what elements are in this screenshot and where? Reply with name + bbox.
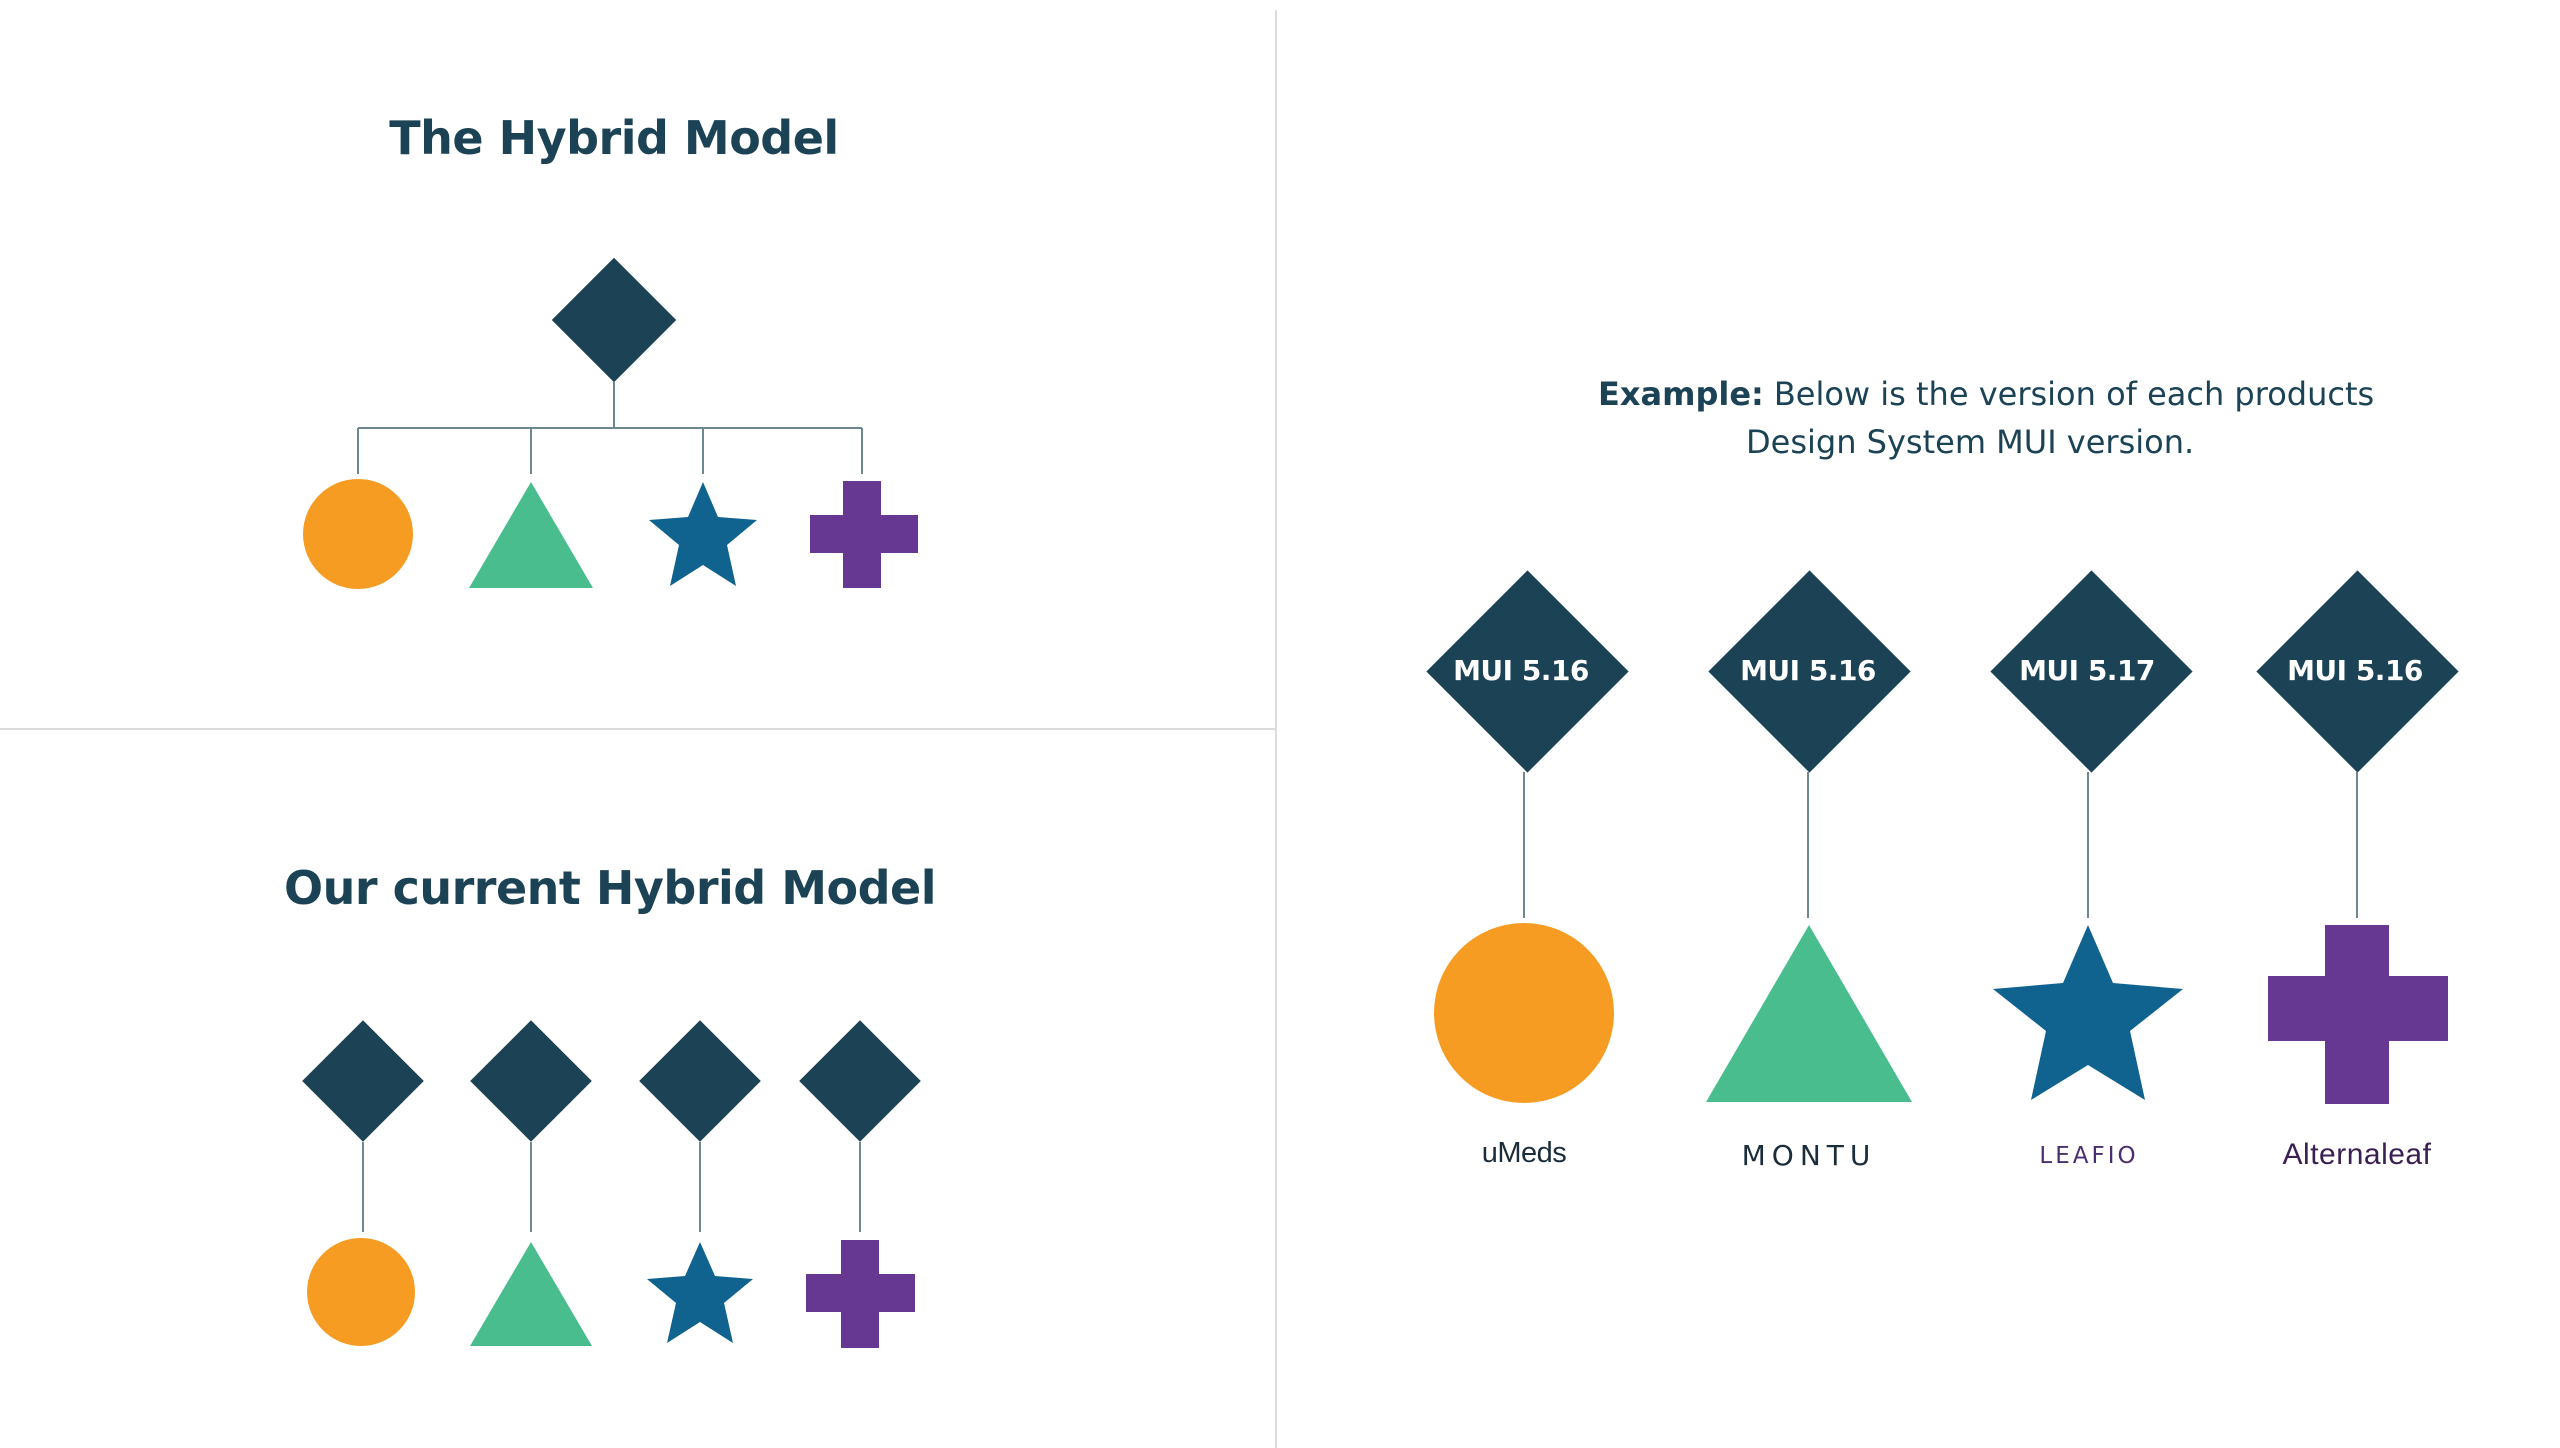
version-diamond (1426, 570, 1629, 773)
circle-icon (1434, 923, 1614, 1103)
pair-connectors (362, 1142, 861, 1232)
circle-icon (307, 1238, 415, 1346)
diamond-icon (639, 1020, 761, 1142)
version-label: MUI 5.16 (1740, 654, 1876, 687)
caption-line-2: Design System MUI version. (1746, 423, 2194, 461)
triangle-icon (470, 1242, 592, 1346)
brand-leafio: LEAFIO (2039, 1143, 2138, 1169)
hybrid-model-panel: The Hybrid Model (303, 111, 918, 589)
product-connectors (1523, 772, 2358, 918)
version-diamond (1708, 570, 1911, 773)
diamond-icon (470, 1020, 592, 1142)
diamond-icon (799, 1020, 921, 1142)
star-icon (649, 482, 757, 586)
cross-icon (2268, 925, 2448, 1104)
version-label: MUI 5.16 (2287, 654, 2423, 687)
caption-line-1: Below is the version of each products (1774, 375, 2374, 413)
tree-connectors (357, 382, 863, 474)
star-icon (1993, 925, 2183, 1100)
version-label: MUI 5.16 (1453, 654, 1589, 687)
cross-icon (810, 481, 918, 588)
version-diamond (1990, 570, 2193, 773)
star-icon (647, 1242, 753, 1343)
example-caption: Example: Below is the version of each pro… (1598, 375, 2374, 413)
brand-umeds: uMeds (1482, 1137, 1567, 1169)
panel-title: Our current Hybrid Model (284, 861, 936, 915)
example-panel: Example: Below is the version of each pro… (1426, 375, 2459, 1172)
brand-alternaleaf: Alternaleaf (2283, 1138, 2432, 1171)
diamond-icon (302, 1020, 424, 1142)
brand-montu: MONTU (1742, 1139, 1877, 1172)
triangle-icon (1706, 925, 1912, 1102)
caption-label: Example: (1598, 375, 1764, 413)
diamond-icon (551, 257, 677, 383)
triangle-icon (469, 482, 593, 588)
cross-icon (806, 1240, 915, 1348)
panel-title: The Hybrid Model (389, 111, 838, 165)
version-diamond (2256, 570, 2459, 773)
circle-icon (303, 479, 413, 589)
version-label: MUI 5.17 (2019, 654, 2155, 687)
current-hybrid-model-panel: Our current Hybrid Model (284, 861, 936, 1348)
